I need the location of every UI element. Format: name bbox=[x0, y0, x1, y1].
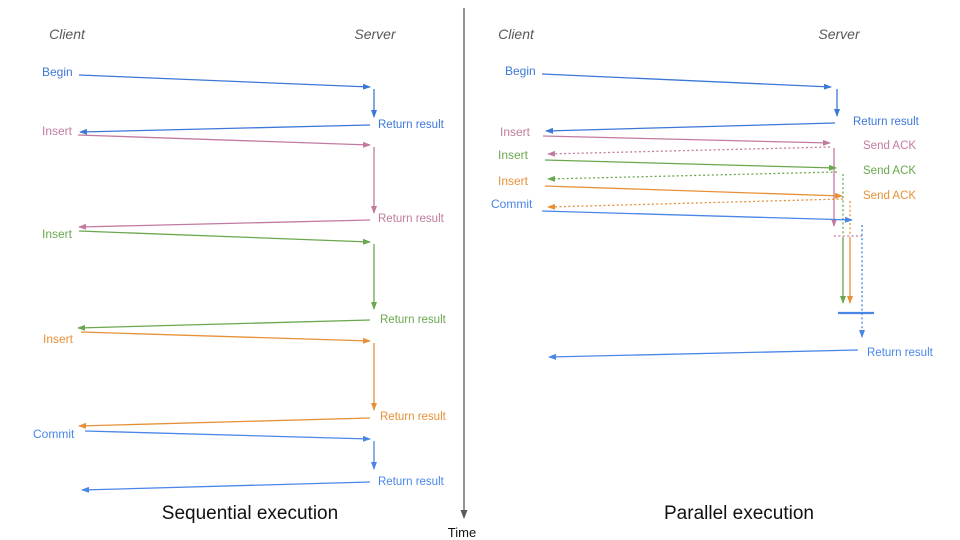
seq-client-header: Client bbox=[49, 26, 86, 42]
seq-insert2-return-arrow bbox=[77, 319, 371, 331]
par-insert2-ack-arrow bbox=[547, 171, 838, 182]
par-insert2-request-arrow bbox=[544, 159, 837, 171]
seq-insert2-request-arrow bbox=[78, 230, 371, 245]
par-insert3-label: Insert bbox=[498, 174, 529, 188]
seq-insert1-response-label: Return result bbox=[378, 213, 445, 225]
seq-insert3-response-label: Return result bbox=[380, 411, 447, 423]
seq-insert2-response-label: Return result bbox=[380, 314, 447, 326]
seq-commit-response-label: Return result bbox=[378, 476, 445, 488]
par-server-header: Server bbox=[818, 26, 861, 42]
par-client-header: Client bbox=[498, 26, 535, 42]
par-insert3-ack-arrow bbox=[547, 198, 844, 210]
seq-insert1-return-arrow bbox=[78, 219, 371, 230]
seq-insert1-label: Insert bbox=[42, 124, 73, 138]
seq-begin-return-arrow bbox=[79, 124, 371, 135]
par-commit-request-arrow bbox=[541, 210, 853, 223]
par-commit-response-label: Return result bbox=[867, 347, 934, 359]
seq-begin-response-label: Return result bbox=[378, 119, 445, 131]
seq-insert3-label: Insert bbox=[43, 332, 74, 346]
time-axis: Time bbox=[448, 8, 476, 540]
seq-begin-request-arrow bbox=[78, 74, 371, 90]
seq-server-header: Server bbox=[354, 26, 397, 42]
par-commit-label: Commit bbox=[491, 197, 533, 211]
seq-begin-label: Begin bbox=[42, 65, 73, 79]
par-insert3-response-label: Send ACK bbox=[863, 190, 916, 202]
parallel-panel: Client Server Begin Return result Insert… bbox=[491, 26, 934, 524]
time-axis-label: Time bbox=[448, 525, 476, 540]
sequential-panel: Client Server Begin Return result Insert… bbox=[33, 26, 447, 524]
seq-commit-return-arrow bbox=[81, 481, 371, 493]
par-insert1-request-arrow bbox=[542, 135, 831, 146]
par-begin-label: Begin bbox=[505, 64, 536, 78]
par-begin-response-label: Return result bbox=[853, 116, 920, 128]
par-insert1-ack-arrow bbox=[547, 146, 831, 157]
par-insert1-label: Insert bbox=[500, 125, 531, 139]
par-insert3-request-arrow bbox=[544, 185, 843, 199]
seq-insert1-request-arrow bbox=[77, 134, 371, 148]
seq-insert3-request-arrow bbox=[80, 331, 371, 344]
par-insert2-response-label: Send ACK bbox=[863, 165, 916, 177]
sequential-caption: Sequential execution bbox=[162, 503, 338, 524]
seq-insert3-return-arrow bbox=[78, 417, 371, 429]
par-insert2-label: Insert bbox=[498, 148, 529, 162]
par-commit-return-arrow bbox=[548, 349, 859, 360]
par-insert1-response-label: Send ACK bbox=[863, 140, 916, 152]
seq-insert2-label: Insert bbox=[42, 227, 73, 241]
par-begin-return-arrow bbox=[545, 122, 836, 134]
seq-commit-request-arrow bbox=[84, 430, 371, 442]
parallel-caption: Parallel execution bbox=[664, 503, 814, 524]
seq-commit-label: Commit bbox=[33, 427, 75, 441]
par-begin-request-arrow bbox=[541, 73, 832, 90]
